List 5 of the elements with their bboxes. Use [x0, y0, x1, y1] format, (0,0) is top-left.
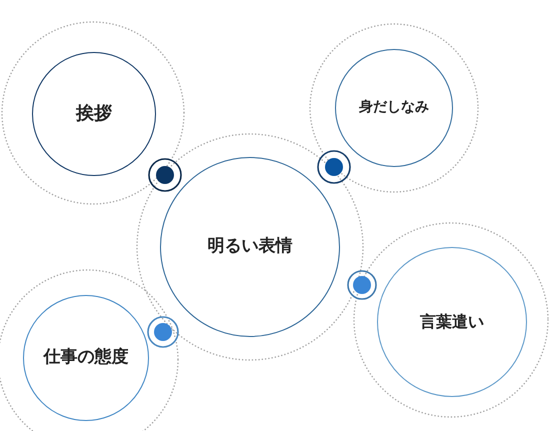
topic-label: 身だしなみ — [359, 99, 429, 117]
topic-label: 明るい表情 — [208, 236, 292, 258]
topic-label: 挨拶 — [76, 102, 112, 126]
topic-label: 仕事の態度 — [44, 347, 128, 369]
topic-label: 言葉遣い — [420, 312, 484, 332]
